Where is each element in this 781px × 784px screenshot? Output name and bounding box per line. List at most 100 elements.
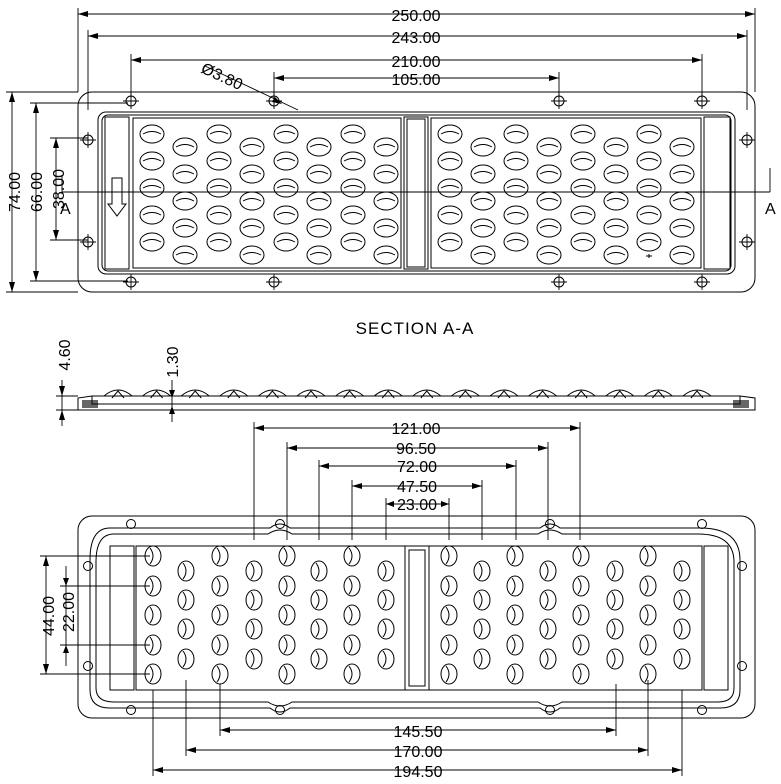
top-lens	[139, 205, 165, 225]
bottom-mounting-hole	[83, 661, 93, 671]
bottom-lens-contour	[544, 562, 549, 580]
top-dim-250: 250.00	[77, 8, 756, 92]
section-dome-core	[574, 390, 588, 399]
top-lens-contour	[242, 198, 262, 202]
bottom-lens-contour	[577, 665, 582, 683]
bottom-plate-outline	[77, 515, 756, 719]
hole-diameter-label: Ø3.80	[198, 60, 245, 94]
top-lens-contour	[175, 225, 195, 229]
bottom-lens-contour	[283, 665, 288, 683]
top-lens-array	[139, 124, 695, 265]
top-lens-contour	[639, 131, 659, 135]
bottom-lens	[606, 560, 624, 582]
top-lens-contour	[672, 144, 692, 148]
bottom-lens-contour	[644, 577, 649, 595]
top-lens-contour	[639, 212, 659, 216]
top-lens-contour	[309, 171, 329, 175]
section-dome	[528, 389, 557, 397]
top-lens-contour	[473, 144, 493, 148]
bottom-lens-contour	[511, 665, 516, 683]
top-lens	[603, 164, 629, 184]
bottom-lens-contour	[611, 620, 616, 638]
bottom-lens-contour	[182, 562, 187, 580]
bottom-lens-contour	[216, 606, 221, 624]
section-dome-core	[188, 390, 202, 399]
bottom-mounting-hole	[737, 661, 747, 671]
bottom-lens-contour	[315, 620, 320, 638]
top-lens-contour	[209, 212, 229, 216]
bottom-lens	[440, 545, 458, 567]
section-dome-core	[150, 390, 163, 399]
bottom-mounting-hole	[275, 519, 285, 529]
top-lens-contour	[142, 131, 162, 135]
bottom-lens	[473, 560, 491, 582]
top-lens-contour	[343, 131, 363, 135]
top-lens	[239, 137, 265, 157]
top-lens	[373, 137, 399, 157]
top-small-mark	[646, 254, 652, 258]
bottom-mounting-hole	[737, 561, 747, 571]
bottom-dim-145-50: 145.50	[219, 684, 617, 741]
section-dome-core	[343, 390, 356, 399]
bottom-lens	[539, 648, 557, 670]
bottom-mounting-hole	[275, 705, 285, 715]
top-lens-contour	[276, 239, 296, 243]
top-lens	[340, 205, 366, 225]
dim-38: 38.00	[51, 169, 68, 209]
bottom-lens-contour	[478, 591, 483, 609]
section-marker-left: A	[60, 201, 71, 218]
bottom-lens-contour	[678, 650, 683, 668]
hole-centerline	[739, 234, 755, 250]
top-lens-contour	[242, 252, 262, 256]
top-lens	[603, 218, 629, 238]
bottom-lens-contour	[348, 577, 353, 595]
top-lens-contour	[209, 185, 229, 189]
top-lens-contour	[440, 185, 460, 189]
top-lens	[273, 151, 299, 171]
top-lens	[570, 151, 596, 171]
bottom-lens	[440, 604, 458, 626]
bottom-lens-contour	[544, 650, 549, 668]
bottom-lens-contour	[382, 650, 387, 668]
top-lens	[206, 151, 232, 171]
section-marker-right: A	[765, 201, 776, 218]
top-lens-contour	[539, 198, 559, 202]
top-lens	[437, 205, 463, 225]
hole-diameter-callout: Ø3.80	[198, 60, 299, 111]
bottom-lens	[572, 545, 590, 567]
bottom-right-end-slot	[703, 545, 729, 691]
bottom-lens	[506, 575, 524, 597]
bottom-mounting-hole	[545, 519, 555, 529]
top-lens-contour	[473, 198, 493, 202]
top-lens	[139, 124, 165, 144]
top-lens	[306, 164, 332, 184]
bottom-lens-contour	[283, 577, 288, 595]
bottom-lens	[639, 575, 657, 597]
bottom-gasket-inner	[95, 529, 735, 707]
bottom-lens	[310, 648, 328, 670]
dim-250: 250.00	[392, 8, 441, 25]
top-lens	[536, 164, 562, 184]
top-lens-contour	[506, 239, 526, 243]
bottom-lens	[245, 618, 263, 640]
bottom-lens-contour	[149, 606, 154, 624]
top-lens-contour	[343, 158, 363, 162]
bottom-lens-contour	[182, 591, 187, 609]
bottom-lens-contour	[611, 650, 616, 668]
bottom-lens	[211, 604, 229, 626]
top-lens-contour	[276, 158, 296, 162]
top-lens-contour	[209, 239, 229, 243]
top-lens	[273, 178, 299, 198]
bottom-lens	[310, 618, 328, 640]
bottom-mounting-hole	[545, 705, 555, 715]
bottom-mounting-hole	[126, 519, 136, 529]
top-lens	[172, 218, 198, 238]
bottom-dim-47-50: 47.50	[351, 479, 483, 540]
top-lens	[437, 124, 463, 144]
top-lens-contour	[639, 239, 659, 243]
top-lens-contour	[539, 144, 559, 148]
top-lens-contour	[142, 212, 162, 216]
bottom-lens	[278, 604, 296, 626]
top-lens	[172, 245, 198, 265]
